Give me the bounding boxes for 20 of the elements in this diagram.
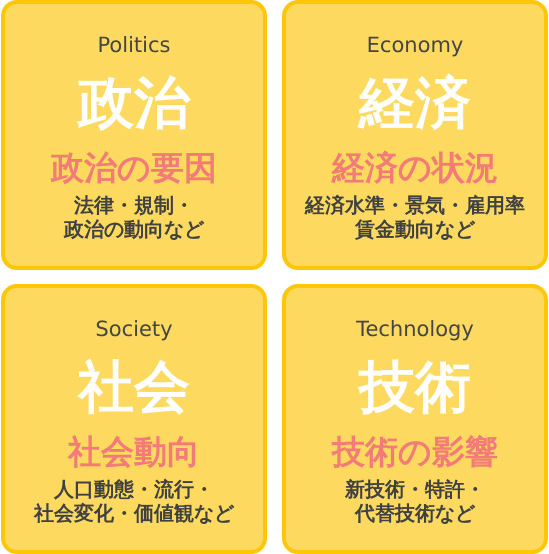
title: 経済	[359, 71, 471, 135]
description: 人口動態・流行・社会変化・価値観など	[34, 478, 234, 526]
heading: Politics	[98, 32, 170, 58]
description: 新技術・特許・代替技術など	[345, 478, 485, 526]
category-box	[282, 0, 548, 270]
description: 経済水準・景気・雇用率賃金動向など	[305, 194, 525, 242]
heading: Technology	[356, 316, 474, 342]
heading: Society	[95, 316, 173, 342]
subtitle: 政治の要因	[51, 149, 217, 187]
subtitle: 社会動向	[68, 433, 200, 471]
description: 法律・規制・政治の動向など	[64, 194, 204, 242]
title: 社会	[78, 355, 190, 419]
title: 技術	[359, 355, 471, 419]
category-box	[1, 284, 267, 554]
category-box	[282, 284, 548, 554]
title: 政治	[78, 71, 190, 135]
category-box	[1, 0, 267, 270]
heading: Economy	[366, 32, 464, 58]
subtitle: 技術の影響	[332, 433, 498, 471]
subtitle: 経済の状況	[332, 149, 498, 187]
